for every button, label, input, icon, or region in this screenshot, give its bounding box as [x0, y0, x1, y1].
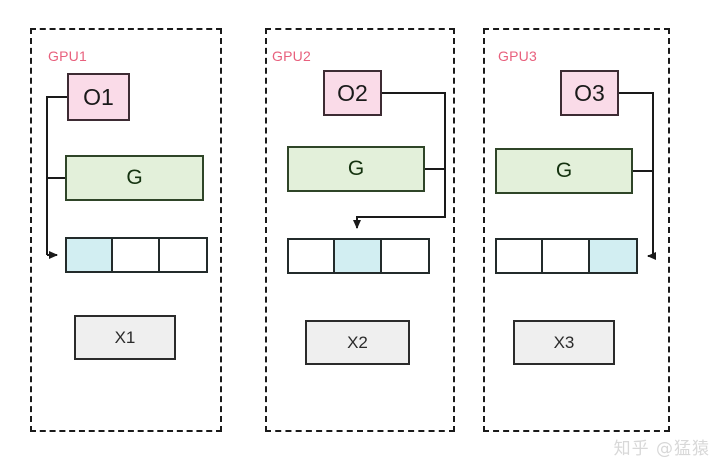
- gpu-label-gpu3: GPU3: [498, 48, 537, 64]
- optimizer-box-o1: O1: [67, 73, 130, 121]
- optimizer-box-o2: O2: [323, 70, 382, 116]
- cell-gpu1-1: [113, 239, 160, 271]
- cell-row-gpu3: [495, 238, 638, 274]
- gpu-panel-gpu1: [30, 28, 222, 432]
- cell-row-gpu2: [287, 238, 430, 274]
- cell-gpu2-0: [289, 240, 336, 272]
- param-box-x3: X3: [513, 320, 615, 365]
- cell-gpu3-2: [589, 240, 636, 272]
- cell-gpu3-1: [543, 240, 590, 272]
- cell-gpu1-2: [159, 239, 206, 271]
- cell-gpu1-0: [67, 239, 114, 271]
- gpu-label-gpu1: GPU1: [48, 48, 87, 64]
- watermark: 知乎 @猛猿: [613, 439, 710, 459]
- gradient-box-gpu2: G: [287, 146, 425, 192]
- gpu-panel-gpu2: [265, 28, 455, 432]
- optimizer-box-o3: O3: [560, 70, 619, 116]
- param-box-x1: X1: [74, 315, 176, 360]
- cell-gpu2-2: [381, 240, 428, 272]
- gpu-label-gpu2: GPU2: [272, 48, 311, 64]
- gradient-box-gpu3: G: [495, 148, 633, 194]
- gradient-box-gpu1: G: [65, 155, 204, 201]
- cell-gpu3-0: [497, 240, 544, 272]
- cell-row-gpu1: [65, 237, 208, 273]
- gpu-panel-gpu3: [483, 28, 670, 432]
- cell-gpu2-1: [335, 240, 382, 272]
- param-box-x2: X2: [305, 320, 410, 365]
